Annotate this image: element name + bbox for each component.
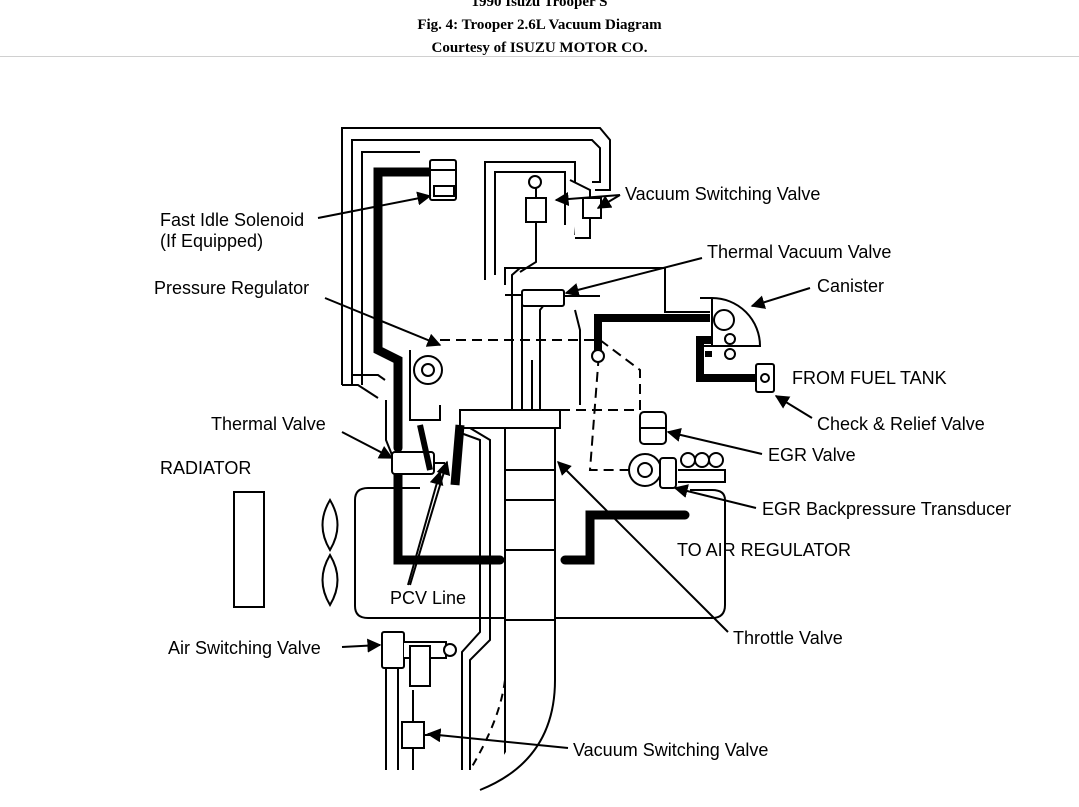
label-egr-valve: EGR Valve [768,445,856,465]
thermal-vacuum-valve [505,289,565,307]
air-switching-valve [381,631,457,770]
figure-credit: Courtesy of ISUZU MOTOR CO. [431,40,648,56]
thick-hose-left [373,167,690,565]
radiator [233,491,265,608]
label-to-air-regulator: TO AIR REGULATOR [677,540,851,560]
canister-purge-hose [594,314,710,355]
label-throttle-valve: Throttle Valve [733,628,843,648]
egr-backpressure-transducer [628,452,726,489]
intake-plenum [440,339,650,471]
thermal-valve [391,451,445,475]
vacuum-switching-valve-upper [484,161,602,280]
label-fast-idle-solenoid: Fast Idle Solenoid [160,210,304,230]
pcv-hose [450,424,465,486]
egr-valve [639,411,667,445]
throttle-body [459,409,561,791]
label-canister: Canister [817,276,884,296]
label-vacuum-switching-valve-bottom: Vacuum Switching Valve [573,740,768,760]
fan-blades [321,498,339,607]
header-divider [0,56,1079,57]
check-relief-valve [755,363,775,393]
label-pressure-regulator: Pressure Regulator [154,278,309,298]
pressure-regulator [413,355,443,385]
label-thermal-valve: Thermal Valve [211,414,326,434]
label-from-fuel-tank: FROM FUEL TANK [792,368,947,388]
header-vehicle: 1990 Isuzu Trooper S [471,0,608,10]
label-check-relief-valve: Check & Relief Valve [817,414,985,434]
label-vacuum-switching-valve-top: Vacuum Switching Valve [625,184,820,204]
canister [700,296,762,360]
label-if-equipped: (If Equipped) [160,231,263,251]
label-thermal-vacuum-valve: Thermal Vacuum Valve [707,242,891,262]
label-pcv-line: PCV Line [390,588,466,608]
outer-hose-loop [341,127,611,399]
vacuum-switching-valve-lower [401,690,430,770]
label-egr-backpressure-transducer: EGR Backpressure Transducer [762,499,1011,519]
fast-idle-solenoid [429,159,457,201]
leader-lines [317,191,813,749]
figure-title: Fig. 4: Trooper 2.6L Vacuum Diagram [417,17,662,33]
label-air-switching-valve: Air Switching Valve [168,638,321,658]
label-radiator: RADIATOR [160,458,251,478]
fuel-tank-hose [696,336,758,382]
